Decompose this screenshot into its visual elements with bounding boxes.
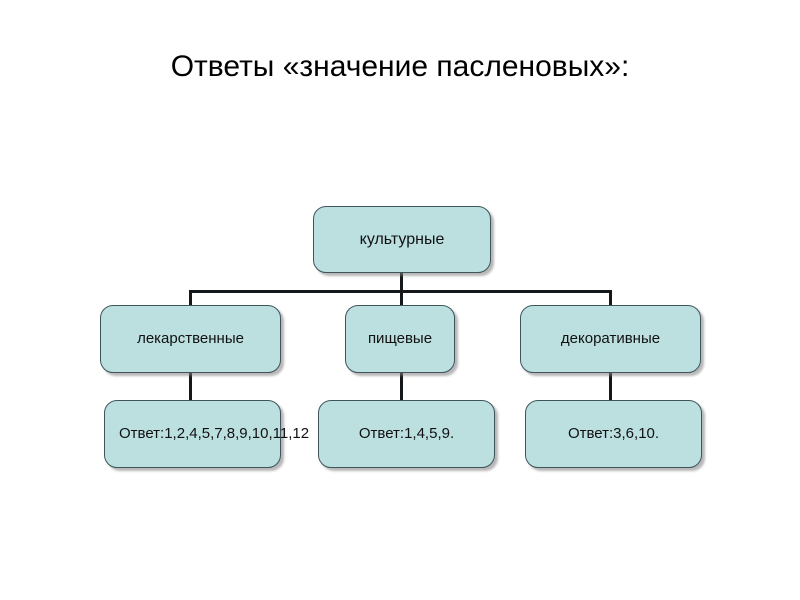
node-answer-medicinal[interactable]: Ответ:1,2,4,5,7,8,9,10,11,12 [104, 400, 310, 468]
node-answer-medicinal-label: Ответ:1,2,4,5,7,8,9,10,11,12 [119, 424, 310, 442]
connector-drop-ornamental [609, 290, 612, 307]
node-branch-ornamental[interactable]: декоративные [520, 305, 701, 373]
node-branch-food-label: пищевые [367, 329, 433, 347]
connector-root-stub [400, 272, 403, 292]
node-branch-ornamental-label: декоративные [560, 329, 661, 347]
node-answer-food[interactable]: Ответ:1,4,5,9. [318, 400, 495, 468]
node-root-label: культурные [359, 230, 445, 248]
node-root-cultivated[interactable]: культурные [313, 206, 491, 273]
node-answer-ornamental[interactable]: Ответ:3,6,10. [525, 400, 702, 468]
connector-food-to-answer [400, 371, 403, 402]
connector-medicinal-to-answer [189, 371, 192, 402]
node-answer-ornamental-label: Ответ:3,6,10. [567, 424, 660, 442]
node-answer-food-label: Ответ:1,4,5,9. [358, 424, 455, 442]
connector-drop-medicinal [189, 290, 192, 307]
node-branch-medicinal-label: лекарственные [137, 329, 244, 347]
connector-drop-food [400, 290, 403, 307]
connector-ornamental-to-answer [609, 371, 612, 402]
node-branch-food[interactable]: пищевые [345, 305, 455, 373]
node-branch-medicinal[interactable]: лекарственные [100, 305, 281, 373]
page-title: Ответы «значение пасленовых»: [170, 50, 630, 83]
